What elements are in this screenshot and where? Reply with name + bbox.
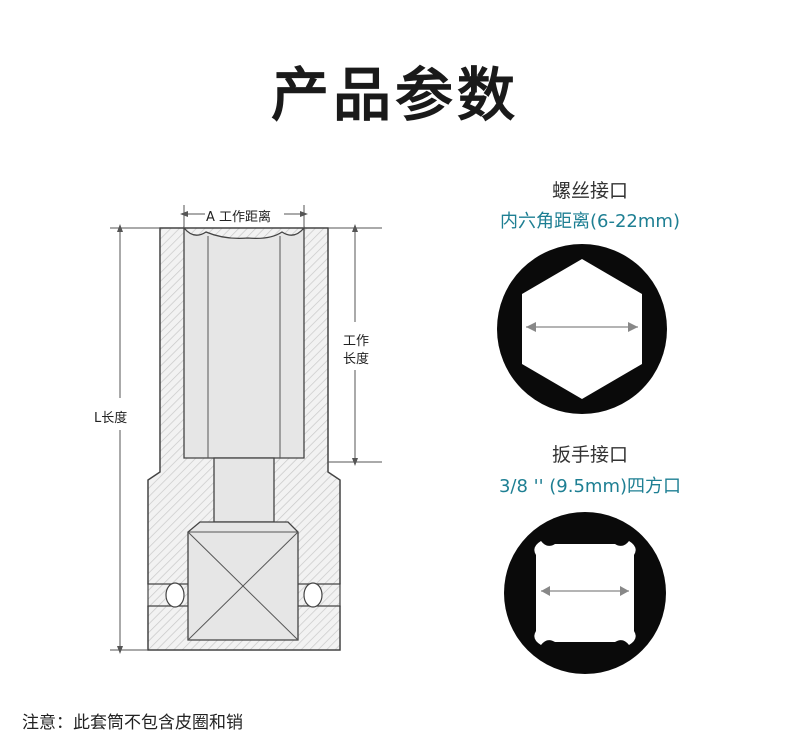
label-working-length-2: 长度 <box>342 352 369 367</box>
label-a-working-distance: A 工作距离 <box>206 210 272 225</box>
spec-value-hex-distance: 内六角距离(6-22mm) <box>500 211 680 232</box>
neck <box>213 457 275 523</box>
groove-left <box>165 582 185 608</box>
label-l-length: L长度 <box>94 411 128 426</box>
page-title: 产品参数 <box>270 61 519 129</box>
hex-bore <box>183 226 305 459</box>
square-drive <box>187 521 299 641</box>
footer-note: 注意：此套筒不包含皮圈和销 <box>22 713 243 733</box>
spec-value-square-drive: 3/8 '' (9.5mm)四方口 <box>498 476 682 497</box>
square-interface-icon <box>504 512 666 674</box>
groove-right <box>303 582 323 608</box>
spec-title-wrench-interface: 扳手接口 <box>551 444 628 466</box>
label-working-length-1: 工作 <box>342 334 369 349</box>
spec-title-screw-interface: 螺丝接口 <box>551 180 628 202</box>
hexagon-interface-icon <box>497 244 667 414</box>
